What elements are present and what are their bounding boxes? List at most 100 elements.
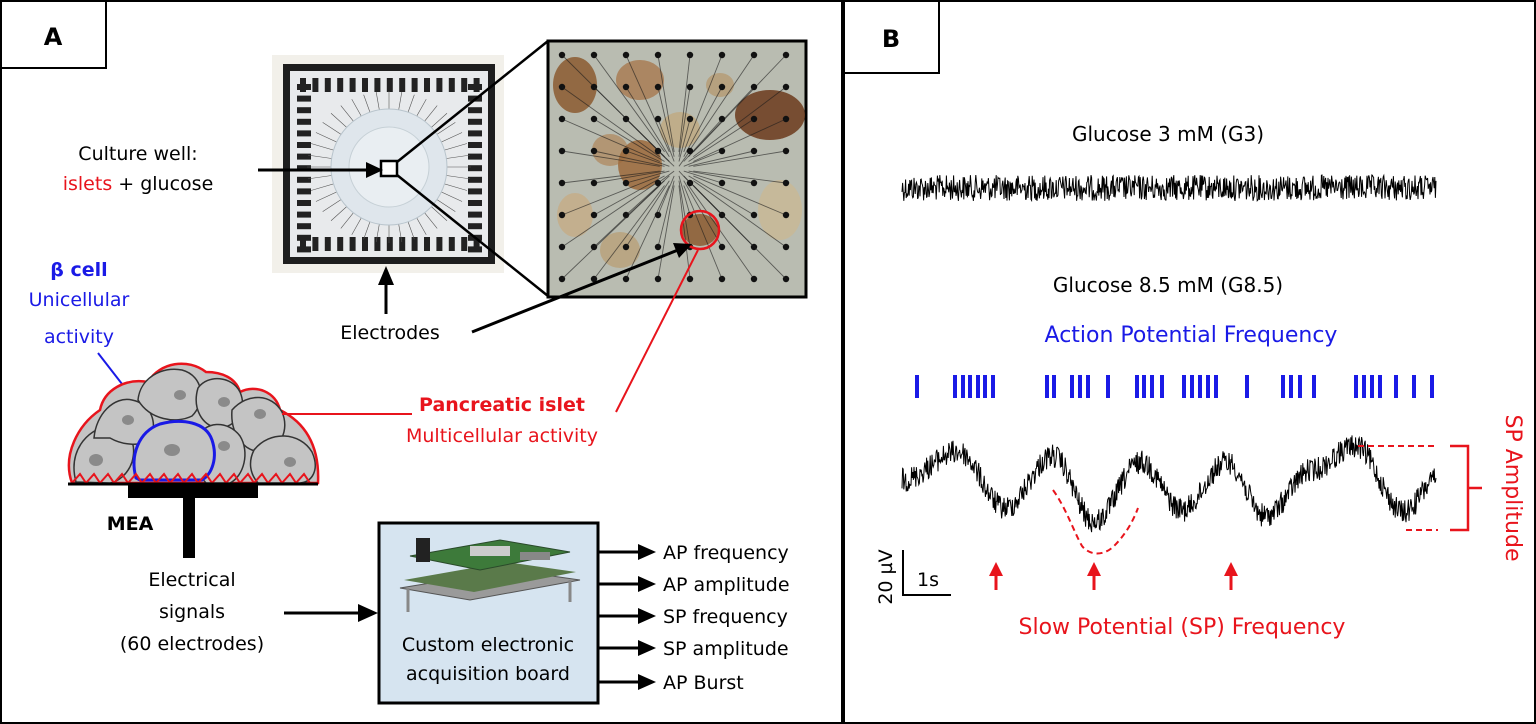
ap-spike-tick bbox=[1070, 375, 1074, 398]
mea-electrode-block bbox=[128, 484, 258, 498]
ap-spike-tick bbox=[1052, 375, 1056, 398]
ap-spike-tick bbox=[1198, 375, 1202, 398]
output-arrowhead bbox=[638, 608, 656, 624]
sp-fit-dashed bbox=[1052, 489, 1139, 555]
ap-spike-tick bbox=[1135, 375, 1139, 398]
output-label: SP frequency bbox=[663, 606, 788, 628]
electrodes-arrowhead-diag bbox=[673, 243, 692, 258]
sp-amplitude-label: SP Amplitude bbox=[1500, 415, 1525, 562]
scale-bar bbox=[902, 550, 951, 596]
ap-spike-tick bbox=[968, 375, 972, 398]
signals-line3: (60 electrodes) bbox=[120, 633, 264, 655]
sp-amp-bracket bbox=[1450, 444, 1482, 532]
mea-label: MEA bbox=[107, 513, 154, 535]
beta-cell-nucleus bbox=[164, 444, 180, 456]
ap-spike-tick bbox=[1281, 375, 1285, 398]
beta-cell-title: β cell bbox=[50, 259, 107, 281]
ap-spike-tick bbox=[1106, 375, 1110, 398]
ap-spike-tick bbox=[961, 375, 965, 398]
electrodes-label: Electrodes bbox=[340, 322, 440, 344]
output-label: SP amplitude bbox=[663, 638, 789, 660]
panel-b-label: B bbox=[882, 25, 900, 53]
ap-spike-tick bbox=[1142, 375, 1146, 398]
sp-arrows bbox=[989, 562, 1238, 590]
ap-spike-tick bbox=[1412, 375, 1416, 398]
highlighted-islet-circle bbox=[679, 209, 721, 251]
mea-stem bbox=[183, 498, 195, 558]
culture-well-arrowhead bbox=[366, 162, 383, 178]
ap-spike-tick bbox=[1182, 375, 1186, 398]
islets-word: islets bbox=[63, 173, 113, 195]
ap-spike-tick bbox=[991, 375, 995, 398]
ap-spike-tick bbox=[1312, 375, 1316, 398]
ap-spike-tick bbox=[1086, 375, 1090, 398]
g3-title: Glucose 3 mM (G3) bbox=[1072, 122, 1264, 146]
beta-cell-line1: Unicellular bbox=[29, 289, 130, 311]
ap-spike-tick bbox=[1362, 375, 1366, 398]
ap-spike-tick bbox=[1190, 375, 1194, 398]
ap-spike-tick bbox=[983, 375, 987, 398]
signals-line1: Electrical bbox=[148, 569, 235, 591]
ap-spike-tick bbox=[1354, 375, 1358, 398]
glucose-word: + glucose bbox=[112, 173, 213, 195]
signals-line2: signals bbox=[159, 601, 225, 623]
scale-voltage: 20 µV bbox=[875, 549, 897, 604]
ap-spike-tick bbox=[1289, 375, 1293, 398]
islet-pointer-line bbox=[615, 249, 699, 413]
ap-spike-raster bbox=[915, 375, 1434, 398]
pancreatic-islet-title: Pancreatic islet bbox=[419, 394, 585, 416]
output-label: AP Burst bbox=[663, 672, 744, 694]
ap-spike-tick bbox=[1245, 375, 1249, 398]
ap-spike-tick bbox=[915, 375, 919, 398]
output-label: AP amplitude bbox=[663, 574, 790, 596]
g3-trace bbox=[901, 173, 1437, 203]
ap-frequency-label: Action Potential Frequency bbox=[1045, 323, 1338, 348]
board-label-line2: acquisition board bbox=[406, 663, 570, 685]
ap-spike-tick bbox=[1430, 375, 1434, 398]
ap-spike-tick bbox=[976, 375, 980, 398]
ap-spike-tick bbox=[1206, 375, 1210, 398]
ap-spike-tick bbox=[1378, 375, 1382, 398]
output-arrowhead bbox=[638, 544, 656, 560]
output-list: AP frequency AP amplitude SP frequency SP a… bbox=[598, 542, 790, 694]
zoom-line-top bbox=[396, 40, 549, 163]
acquisition-board-photo bbox=[399, 538, 581, 612]
panel-b-frame bbox=[843, 0, 1536, 724]
electrodes-arrow-diag bbox=[471, 248, 679, 334]
output-arrowhead bbox=[638, 640, 656, 656]
panel-a-label: A bbox=[44, 23, 63, 51]
output-arrowhead bbox=[638, 576, 656, 592]
culture-well-sub: islets + glucose bbox=[63, 173, 214, 195]
panel-a-label-box bbox=[0, 0, 107, 69]
ap-spike-tick bbox=[1214, 375, 1218, 398]
beta-cell-line2: activity bbox=[44, 326, 114, 348]
panel-b-label-box bbox=[843, 0, 940, 74]
panel-a-frame bbox=[0, 0, 843, 724]
ap-spike-tick bbox=[1045, 375, 1049, 398]
signals-arrowhead bbox=[358, 604, 378, 622]
micro-content bbox=[553, 51, 805, 283]
output-arrowhead bbox=[638, 674, 656, 690]
g85-trace bbox=[901, 435, 1437, 533]
electrodes-arrowhead-up bbox=[378, 266, 394, 285]
ap-spike-tick bbox=[1394, 375, 1398, 398]
zoom-line-bottom bbox=[396, 174, 549, 297]
g85-title: Glucose 8.5 mM (G8.5) bbox=[1053, 273, 1283, 297]
scale-time: 1s bbox=[917, 569, 939, 591]
ap-spike-tick bbox=[1370, 375, 1374, 398]
ap-spike-tick bbox=[1298, 375, 1302, 398]
mea-chip-photo bbox=[272, 55, 504, 273]
board-label-line1: Custom electronic bbox=[402, 634, 574, 656]
output-label: AP frequency bbox=[663, 542, 789, 564]
ap-spike-tick bbox=[1150, 375, 1154, 398]
culture-well-label: Culture well: bbox=[78, 143, 197, 165]
ap-spike-tick bbox=[1078, 375, 1082, 398]
islet-footing bbox=[71, 472, 311, 485]
ap-spike-tick bbox=[1160, 375, 1164, 398]
islet-microscopy-photo bbox=[546, 39, 808, 299]
sp-frequency-label: Slow Potential (SP) Frequency bbox=[1019, 615, 1346, 640]
islet-drawing bbox=[67, 362, 320, 558]
ap-spike-tick bbox=[953, 375, 957, 398]
pancreatic-islet-sub: Multicellular activity bbox=[406, 425, 598, 447]
